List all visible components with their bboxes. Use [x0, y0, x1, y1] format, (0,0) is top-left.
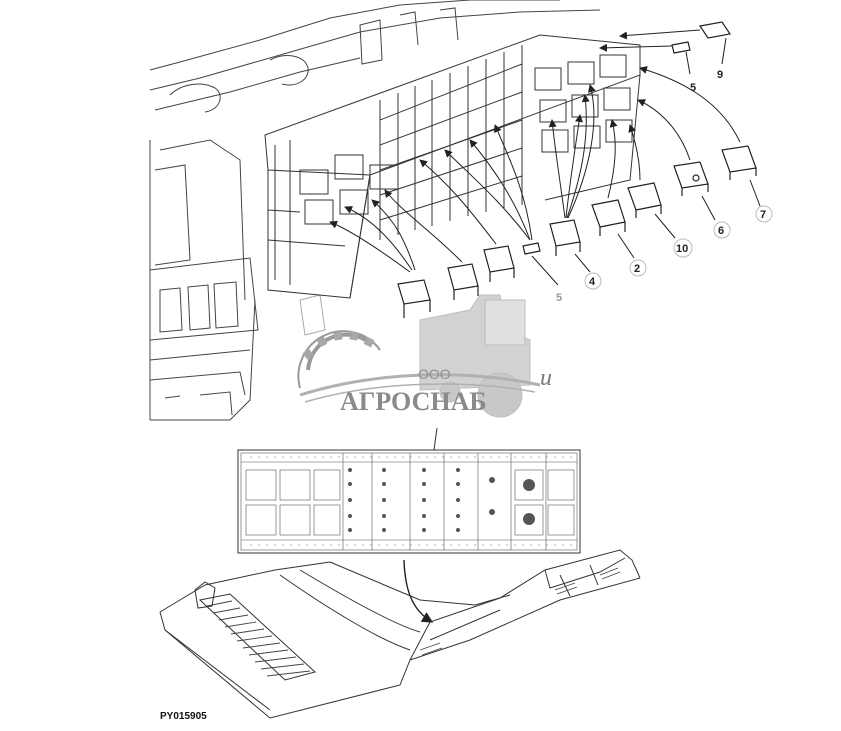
relay-7 [721, 145, 757, 180]
callout-9-label: 9 [717, 69, 723, 81]
relay-left [397, 279, 431, 318]
callout-10-label: 10 [676, 243, 688, 255]
location-arrow [403, 559, 434, 623]
callout-5-top: 5 [685, 51, 696, 94]
callout-7-label: 7 [760, 209, 766, 221]
loose-relays [397, 21, 757, 318]
watermark-name: АГРОСНАБ [340, 387, 487, 416]
combine-harvester-icon [419, 294, 531, 418]
callout-5a-label: 5 [690, 82, 696, 94]
callout-4-label: 4 [589, 276, 596, 288]
callout-9: 9 [717, 37, 727, 81]
relay-10 [627, 182, 662, 218]
relay-mid [483, 245, 515, 282]
fuse-legend-card [237, 427, 581, 554]
fuse-relay-panel [264, 34, 641, 299]
dashboard-frame [149, 0, 601, 421]
callout-5b-label: 5 [556, 292, 562, 304]
watermark-logo: ООО АГРОСНАБ u [297, 294, 552, 418]
gear-teeth-icon [302, 331, 375, 360]
relay-4 [549, 219, 581, 256]
console-vents [419, 567, 621, 656]
callout-2-label: 2 [634, 263, 640, 275]
floor-mat-ribs [206, 600, 311, 677]
callout-7: 7 [749, 179, 773, 223]
relay-6 [673, 161, 709, 196]
callout-6: 6 [701, 195, 731, 239]
figure-reference-code: PY015905 [160, 711, 207, 722]
watermark-prefix: ООО [418, 366, 451, 382]
callout-10: 10 [654, 213, 693, 258]
watermark-suffix: u [540, 365, 552, 391]
relay-mid-left [447, 263, 479, 300]
leader-lines [329, 29, 741, 273]
relay-2 [591, 199, 626, 236]
callout-5-bottom: 5 [531, 255, 562, 304]
swoosh-icon [299, 373, 541, 403]
cab-floor-console [159, 549, 641, 719]
callout-4: 4 [574, 253, 602, 290]
fuse-5-top [671, 41, 691, 54]
cover-9 [698, 21, 732, 39]
fuse-5-bottom [522, 242, 541, 255]
callout-6-label: 6 [718, 225, 724, 237]
callout-2: 2 [617, 233, 647, 277]
